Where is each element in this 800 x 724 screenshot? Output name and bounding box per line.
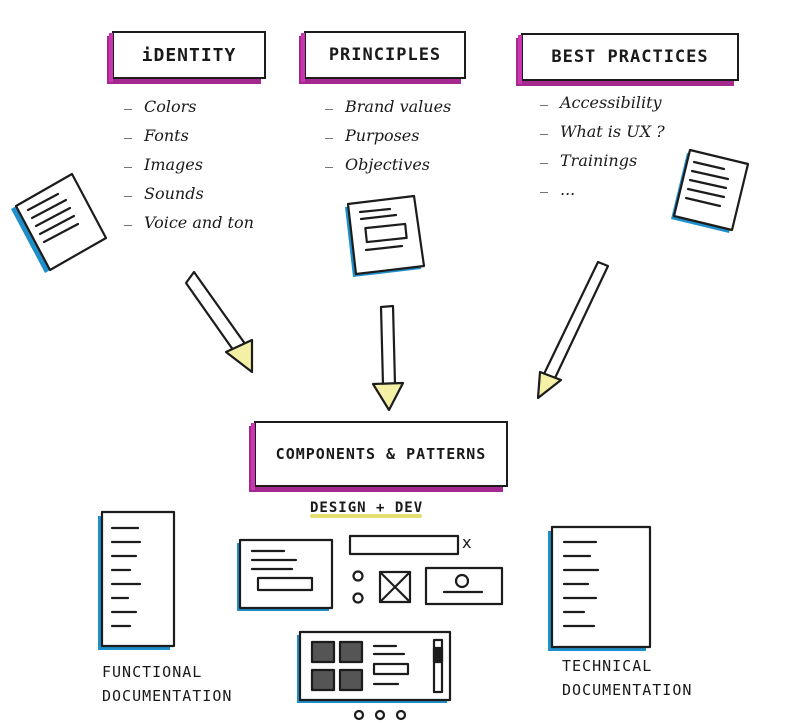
avatar-card-icon bbox=[424, 566, 504, 606]
list-item: Images bbox=[124, 144, 254, 179]
card-component-icon bbox=[237, 538, 334, 611]
list-item: Objectives bbox=[325, 144, 451, 179]
principles-list: Brand values Purposes Objectives bbox=[325, 86, 451, 179]
image-placeholder-icon bbox=[378, 570, 412, 604]
functional-documentation-label: FUNCTIONAL DOCUMENTATION bbox=[102, 663, 233, 705]
technical-documentation-label: TECHNICAL DOCUMENTATION bbox=[562, 657, 693, 699]
list-item: ... bbox=[540, 169, 665, 204]
components-patterns-title: COMPONENTS & PATTERNS bbox=[275, 445, 487, 463]
identity-document-icon bbox=[11, 172, 108, 273]
identity-title: iDENTITY bbox=[141, 44, 237, 66]
list-item: Brand values bbox=[325, 86, 451, 121]
identity-list: Colors Fonts Images Sounds Voice and ton bbox=[124, 86, 254, 237]
list-item: Voice and ton bbox=[124, 202, 254, 237]
close-mark-icon: x bbox=[462, 533, 471, 552]
list-item: Purposes bbox=[325, 115, 451, 150]
functional-documentation-icon bbox=[98, 510, 176, 650]
identity-box: iDENTITY bbox=[109, 31, 266, 82]
list-item: Accessibility bbox=[540, 82, 665, 117]
design-dev-label: DESIGN + DEV bbox=[310, 500, 424, 516]
radio-icon bbox=[352, 592, 364, 604]
list-item: What is UX ? bbox=[540, 111, 665, 146]
input-field-component-icon bbox=[348, 534, 460, 556]
pagination-dot-icon bbox=[353, 709, 365, 721]
list-item: Sounds bbox=[124, 173, 254, 208]
best-practices-title: BEST PRACTICES bbox=[551, 47, 709, 67]
list-item: Fonts bbox=[124, 115, 254, 150]
best-practices-list: Accessibility What is UX ? Trainings ... bbox=[540, 82, 665, 204]
best-practices-box: BEST PRACTICES bbox=[518, 33, 739, 84]
list-item: Trainings bbox=[540, 140, 665, 175]
list-item: Colors bbox=[124, 86, 254, 121]
technical-documentation-icon bbox=[548, 525, 652, 651]
gallery-component-icon bbox=[297, 630, 452, 703]
radio-icon bbox=[352, 570, 364, 582]
best-practices-document-icon bbox=[671, 148, 750, 233]
principles-box: PRINCIPLES bbox=[301, 31, 466, 82]
arrow-best-practices-to-components bbox=[536, 260, 610, 400]
principles-document-icon bbox=[345, 194, 426, 277]
principles-title: PRINCIPLES bbox=[328, 45, 442, 65]
arrow-identity-to-components bbox=[184, 270, 254, 374]
components-patterns-box: COMPONENTS & PATTERNS bbox=[251, 421, 508, 490]
pagination-dot-icon bbox=[395, 709, 407, 721]
pagination-dot-icon bbox=[374, 709, 386, 721]
arrow-principles-to-components bbox=[371, 304, 405, 412]
